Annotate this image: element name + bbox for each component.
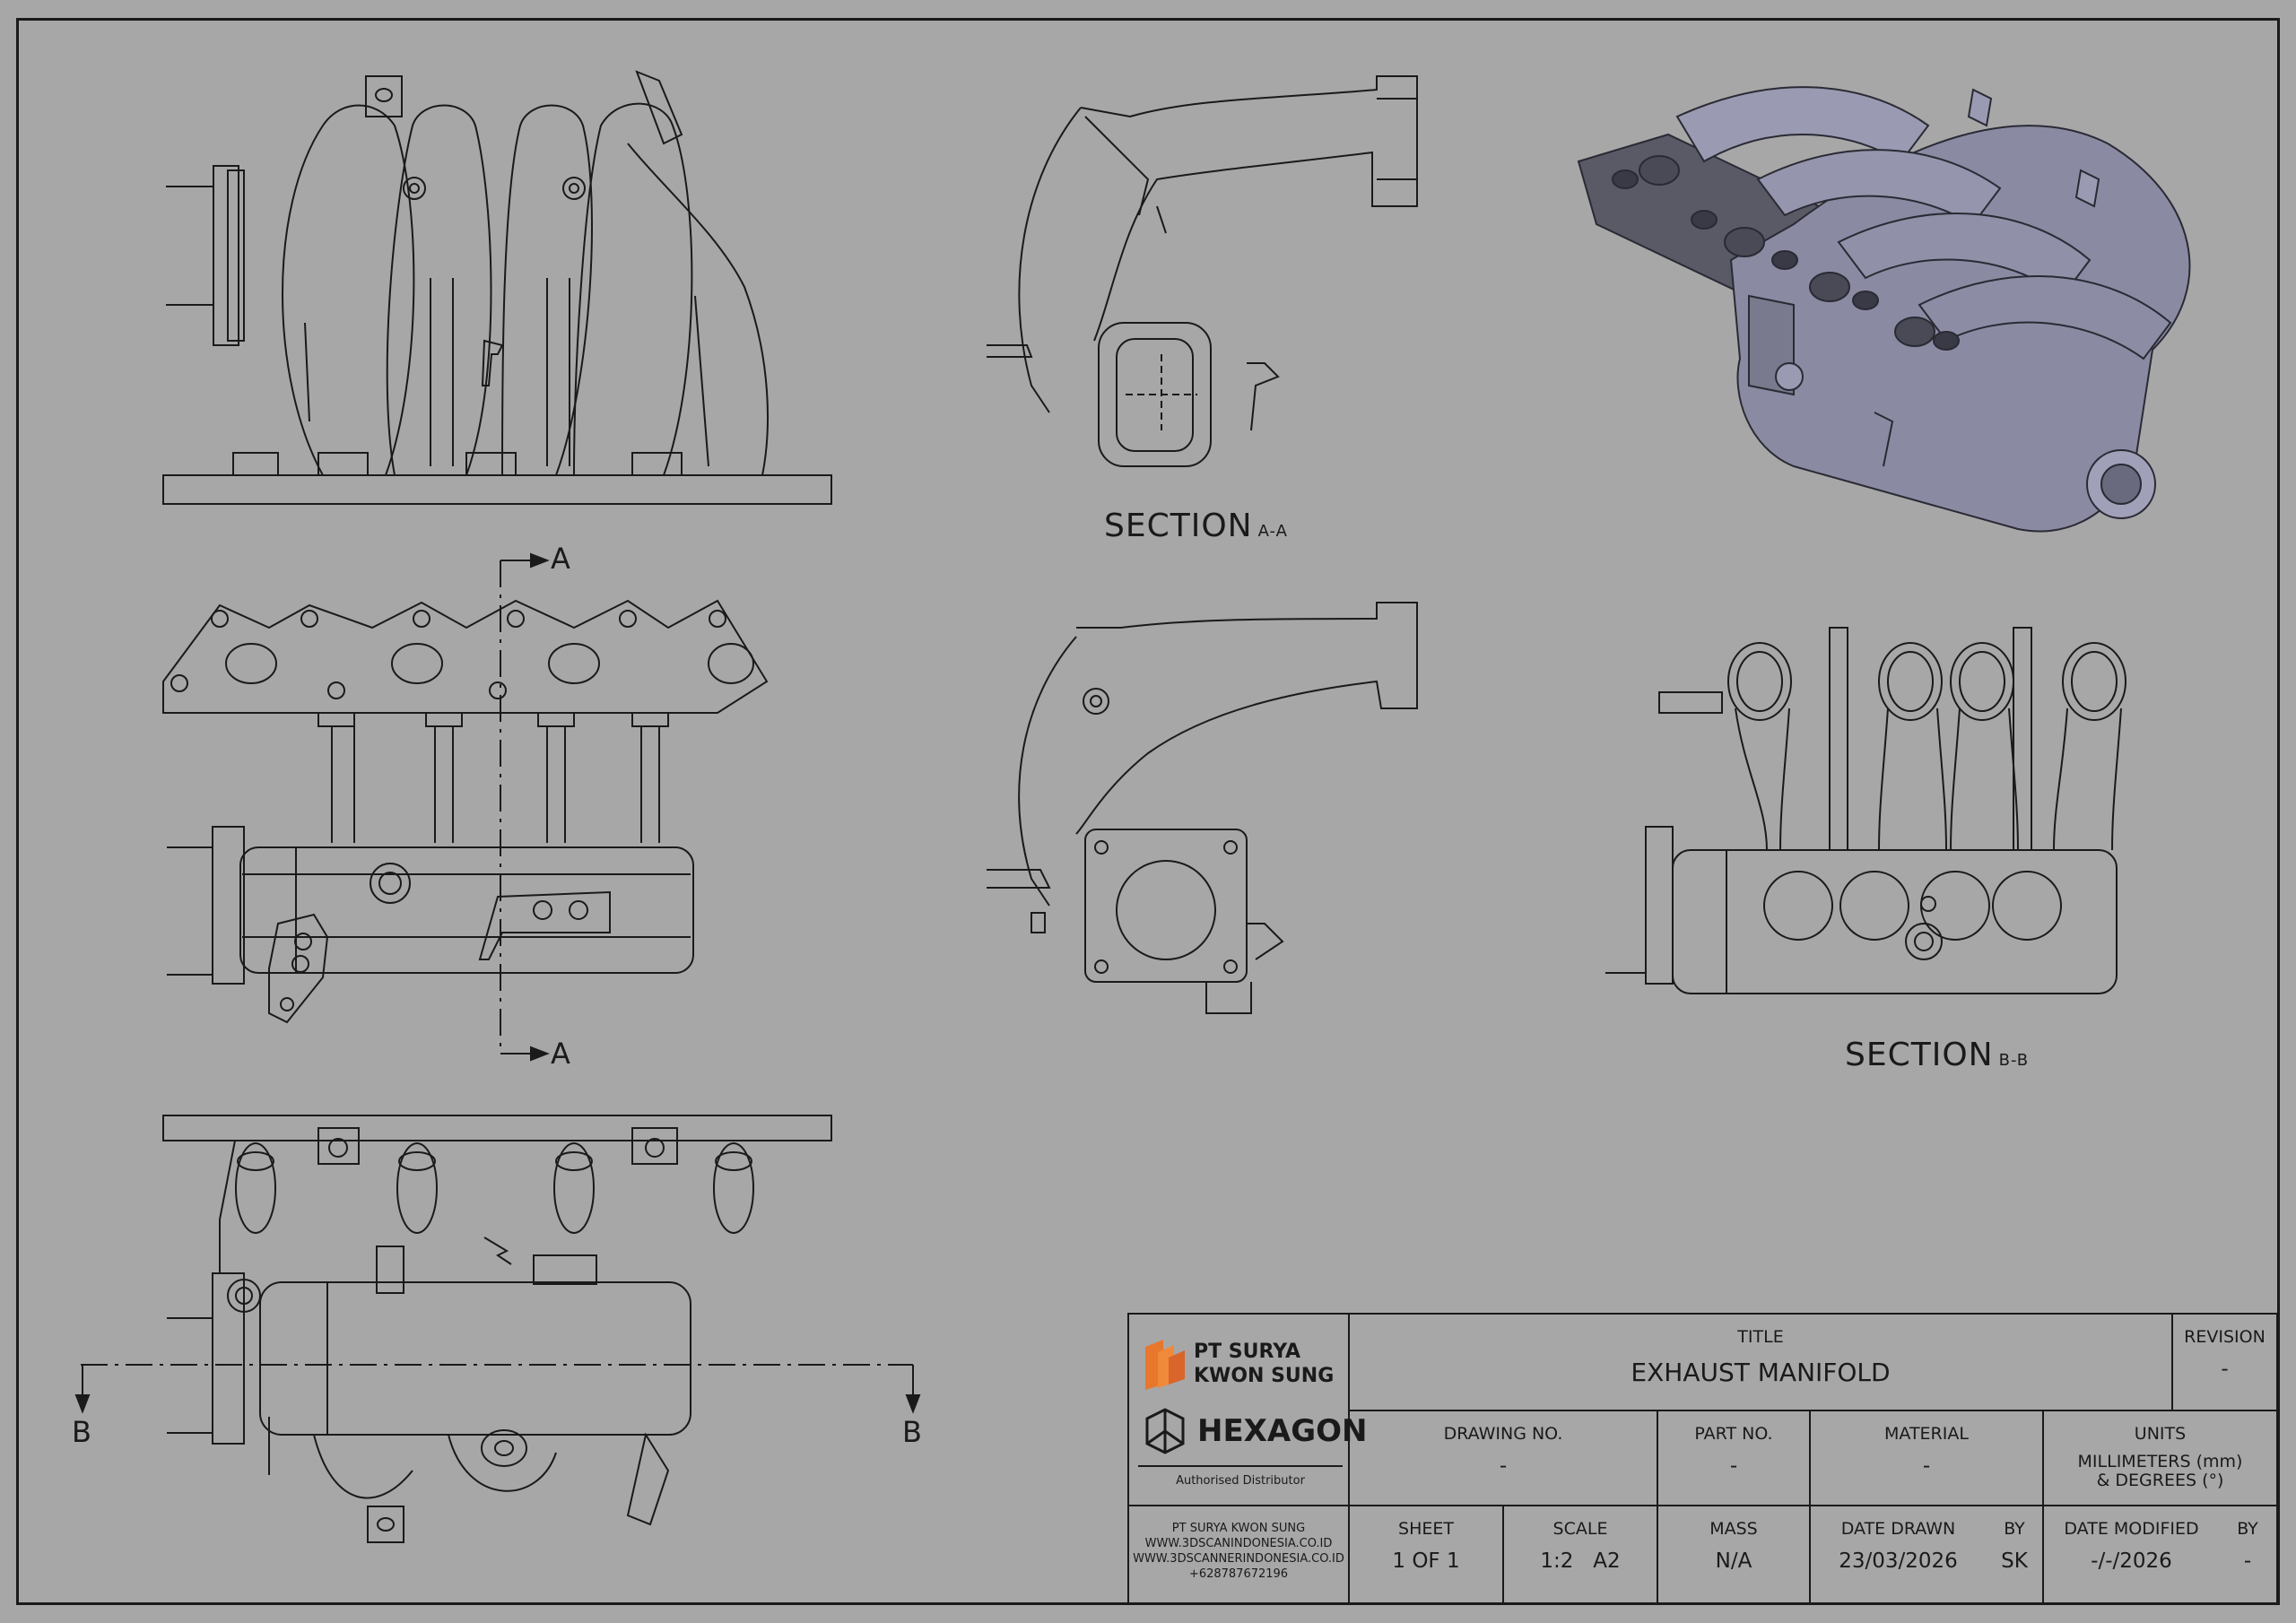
section-a-label-main: SECTION — [1104, 508, 1253, 544]
company-logo-cell: PT SURYA KWON SUNG HEXAGON Authorised Di… — [1127, 1313, 1367, 1506]
revision-value: - — [2221, 1358, 2229, 1381]
material-cell: MATERIAL - — [1809, 1410, 2044, 1506]
cut-label-a-top: A — [551, 542, 570, 576]
part-no-cell: PART NO. - — [1657, 1410, 1811, 1506]
units-cell: UNITS MILLIMETERS (mm) & DEGREES (°) — [2042, 1410, 2278, 1506]
company-name-line2: KWON SUNG — [1194, 1365, 1335, 1387]
by-modified-value: - — [2243, 1549, 2252, 1573]
date-modified-cell: DATE MODIFIED -/-/2026 BY - — [2042, 1505, 2278, 1605]
section-b-label-main: SECTION — [1845, 1037, 1994, 1073]
contact-line: WWW.3DSCANINDONESIA.CO.ID — [1144, 1537, 1333, 1550]
isometric-render — [1577, 86, 2191, 533]
section-b-label-sub: B-B — [1998, 1051, 2030, 1070]
by-caption: BY — [2004, 1519, 2025, 1539]
by-value: SK — [2001, 1549, 2028, 1573]
cutting-plane-a — [500, 552, 550, 1062]
title-cell: TITLE EXHAUST MANIFOLD — [1348, 1313, 2173, 1411]
contact-cell: PT SURYA KWON SUNG WWW.3DSCANINDONESIA.C… — [1127, 1505, 1350, 1605]
material-caption: MATERIAL — [1884, 1424, 1969, 1444]
by-modified-caption: BY — [2237, 1519, 2258, 1539]
side-view — [987, 602, 1418, 1014]
contact-line: WWW.3DSCANNERINDONESIA.CO.ID — [1133, 1552, 1344, 1566]
date-modified-caption: DATE MODIFIED — [2064, 1519, 2199, 1539]
company-name-line1: PT SURYA — [1194, 1341, 1301, 1363]
part-no-caption: PART NO. — [1694, 1424, 1773, 1444]
material-value: - — [1922, 1454, 1931, 1478]
contact-line: PT SURYA KWON SUNG — [1171, 1522, 1306, 1535]
company-logo-icon — [1145, 1340, 1185, 1390]
sheet-value: 1 OF 1 — [1392, 1549, 1460, 1573]
drawing-no-caption: DRAWING NO. — [1443, 1424, 1563, 1444]
units-value-line2: & DEGREES (°) — [2096, 1471, 2224, 1490]
drawing-no-value: - — [1499, 1454, 1508, 1478]
drawing-no-cell: DRAWING NO. - — [1348, 1410, 1658, 1506]
date-drawn-cell: DATE DRAWN 23/03/2026 BY SK — [1809, 1505, 2044, 1605]
date-modified-value: -/-/2026 — [2091, 1549, 2172, 1573]
logo-divider — [1138, 1465, 1343, 1467]
hexagon-name: HEXAGON — [1197, 1413, 1368, 1449]
date-drawn-value: 23/03/2026 — [1839, 1549, 1958, 1573]
revision-cell: REVISION - — [2171, 1313, 2278, 1411]
front-view — [162, 70, 832, 505]
section-b-b-view — [1605, 627, 2126, 994]
sheet-cell: SHEET 1 OF 1 — [1348, 1505, 1504, 1605]
cut-label-b-right: B — [902, 1415, 922, 1449]
title-value: EXHAUST MANIFOLD — [1631, 1358, 1891, 1387]
sheet-caption: SHEET — [1398, 1519, 1454, 1539]
scale-caption: SCALE — [1552, 1519, 1608, 1539]
units-caption: UNITS — [2134, 1424, 2187, 1444]
cut-label-a-bottom: A — [551, 1037, 570, 1071]
section-a-label-sub: A-A — [1257, 522, 1288, 541]
cutting-plane-b — [74, 1364, 921, 1414]
part-no-value: - — [1729, 1454, 1738, 1478]
mass-value: N/A — [1715, 1549, 1752, 1573]
hexagon-logo-icon — [1145, 1408, 1185, 1454]
cut-label-b-left: B — [72, 1415, 91, 1449]
date-drawn-caption: DATE DRAWN — [1840, 1519, 1956, 1539]
units-value-line1: MILLIMETERS (mm) — [2077, 1452, 2243, 1471]
authorised-distributor: Authorised Distributor — [1176, 1474, 1305, 1488]
bottom-view — [162, 1115, 832, 1543]
title-caption: TITLE — [1737, 1327, 1784, 1347]
scale-value: 1:2 A2 — [1540, 1549, 1621, 1573]
scale-cell: SCALE 1:2 A2 — [1502, 1505, 1658, 1605]
title-block: PT SURYA KWON SUNG HEXAGON Authorised Di… — [1127, 1313, 2278, 1605]
mass-caption: MASS — [1709, 1519, 1758, 1539]
contact-line: +628787672196 — [1188, 1567, 1289, 1581]
revision-caption: REVISION — [2184, 1327, 2266, 1347]
section-a-a-view — [987, 75, 1418, 467]
mass-cell: MASS N/A — [1657, 1505, 1811, 1605]
plan-view — [162, 599, 769, 1024]
